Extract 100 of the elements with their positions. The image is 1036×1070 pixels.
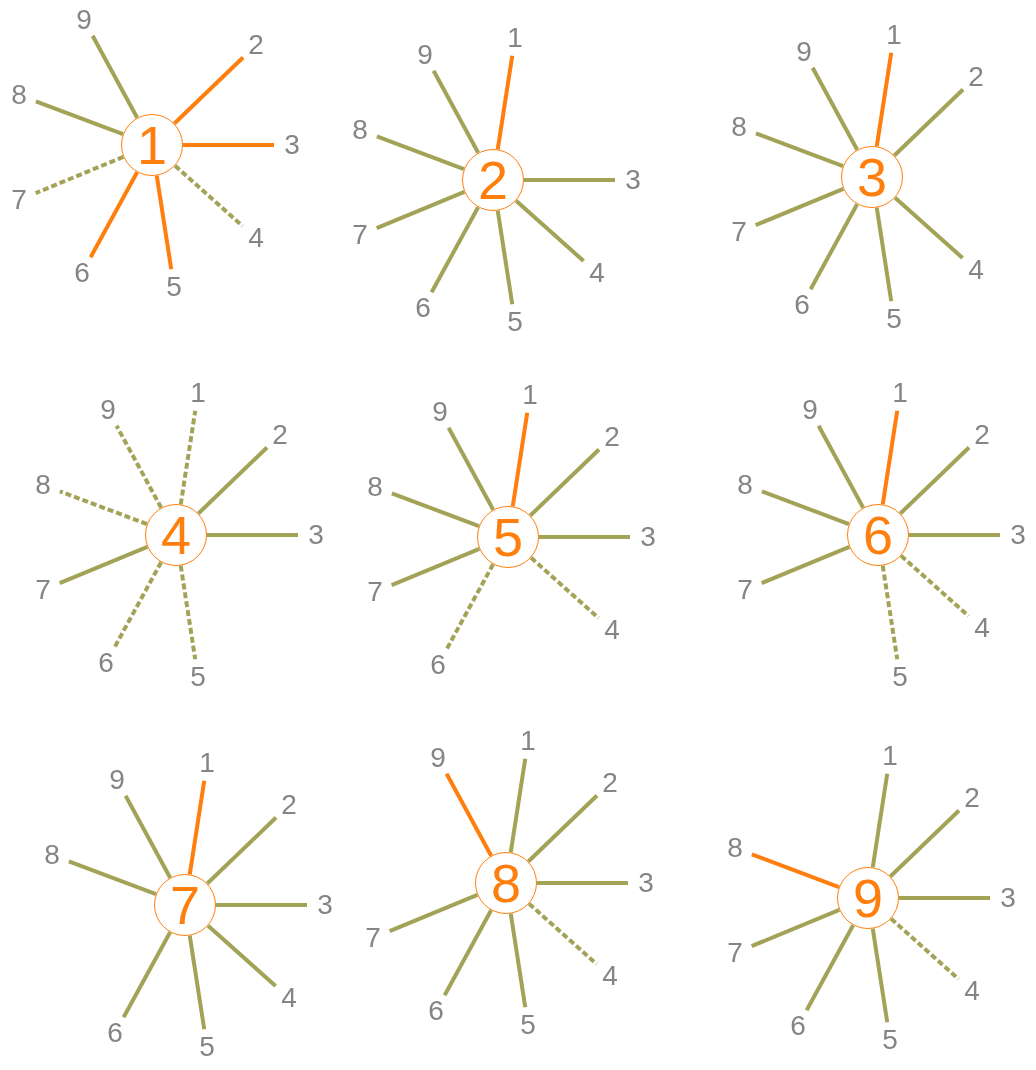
spoke-number: 6 (415, 294, 431, 322)
spoke-number: 3 (640, 523, 656, 551)
connector-line (751, 852, 840, 889)
spoke-number: 8 (727, 834, 743, 862)
connector-line (112, 561, 163, 649)
connector-line (808, 203, 859, 291)
spoke-number: 5 (507, 308, 523, 336)
spoke-number: 2 (964, 784, 980, 812)
spoke-number: 8 (11, 81, 27, 109)
spoke-number: 7 (737, 576, 753, 604)
connector-line (870, 928, 890, 1023)
spoke-number: 9 (100, 396, 116, 424)
connector-line (880, 565, 900, 660)
connector-line (442, 909, 493, 997)
spoke-number: 3 (625, 166, 641, 194)
spoke-number: 7 (35, 576, 51, 604)
connector-line (68, 859, 157, 896)
connector-line (35, 99, 124, 136)
connector-line (173, 164, 244, 228)
connector-line (446, 426, 495, 511)
spoke-number: 8 (35, 471, 51, 499)
spoke-number: 5 (166, 273, 182, 301)
spoke-number: 6 (430, 651, 446, 679)
spoke-number: 5 (886, 305, 902, 333)
connector-line (514, 199, 585, 263)
connector-line (431, 69, 480, 154)
connector-line (206, 924, 277, 988)
connector-line (429, 206, 480, 294)
connector-line (58, 545, 149, 585)
spoke-number: 8 (44, 841, 60, 869)
spoke-number: 6 (107, 1019, 123, 1047)
connector-line (196, 446, 269, 515)
connector-line (172, 56, 245, 125)
spoke-number: 9 (109, 766, 125, 794)
connector-line (755, 131, 844, 168)
spoke-number: 6 (428, 997, 444, 1025)
spoke-number: 6 (790, 1012, 806, 1040)
connector-line (90, 34, 139, 119)
spoke-number: 4 (968, 256, 984, 284)
connector-line (508, 913, 528, 1008)
spoke-number: 3 (1000, 884, 1016, 912)
spoke-number: 4 (281, 984, 297, 1012)
connector-line (880, 410, 900, 505)
connector-line (391, 491, 480, 528)
connector-line (178, 410, 198, 505)
spoke-number: 5 (520, 1011, 536, 1039)
connector-line (508, 758, 528, 853)
spoke-number: 5 (892, 663, 908, 691)
connector-line (527, 902, 598, 966)
connector-line (187, 780, 207, 875)
spoke-number: 2 (968, 63, 984, 91)
connector-line (898, 446, 971, 515)
spoke-number: 7 (365, 924, 381, 952)
connector-line (114, 424, 163, 509)
spoke-number: 1 (886, 21, 902, 49)
spoke-number: 9 (796, 38, 812, 66)
spoke-number: 1 (190, 379, 206, 407)
spoke-number: 4 (589, 259, 605, 287)
connector-line (34, 155, 125, 195)
connector-line (537, 881, 628, 885)
spoke-number: 1 (199, 749, 215, 777)
spoke-number: 9 (417, 41, 433, 69)
connector-line (390, 547, 481, 587)
connector-line (388, 893, 479, 933)
spoke-number: 2 (272, 421, 288, 449)
spoke-number: 3 (308, 521, 324, 549)
spoke-number: 1 (522, 381, 538, 409)
spoke-number: 2 (248, 31, 264, 59)
spoke-number: 2 (602, 769, 618, 797)
spoke-number: 1 (892, 379, 908, 407)
spoke-number: 8 (731, 113, 747, 141)
connector-line (154, 175, 174, 270)
connector-line (207, 533, 298, 537)
spoke-number: 9 (76, 6, 92, 34)
spoke-number: 7 (727, 939, 743, 967)
spoke-number: 7 (352, 221, 368, 249)
connector-line (121, 931, 172, 1019)
connector-line (444, 563, 495, 651)
connector-line (526, 794, 599, 863)
spoke-number: 3 (284, 131, 300, 159)
connector-line (187, 935, 207, 1030)
spoke-number: 7 (367, 578, 383, 606)
connector-line (444, 772, 493, 857)
connector-line (889, 917, 960, 981)
connector-line (899, 896, 990, 900)
spoke-number: 6 (794, 291, 810, 319)
spoke-number: 4 (974, 614, 990, 642)
connector-line (495, 210, 515, 305)
connector-line (539, 535, 630, 539)
connector-line (375, 190, 466, 230)
spoke-number: 4 (248, 224, 264, 252)
connector-line (804, 924, 855, 1012)
spoke-number: 2 (974, 421, 990, 449)
spoke-number: 1 (507, 24, 523, 52)
connector-line (183, 143, 274, 147)
connector-line (528, 448, 601, 517)
spoke-number: 4 (964, 977, 980, 1005)
spoke-number: 8 (352, 116, 368, 144)
connector-line (810, 66, 859, 151)
connector-line (874, 52, 894, 147)
